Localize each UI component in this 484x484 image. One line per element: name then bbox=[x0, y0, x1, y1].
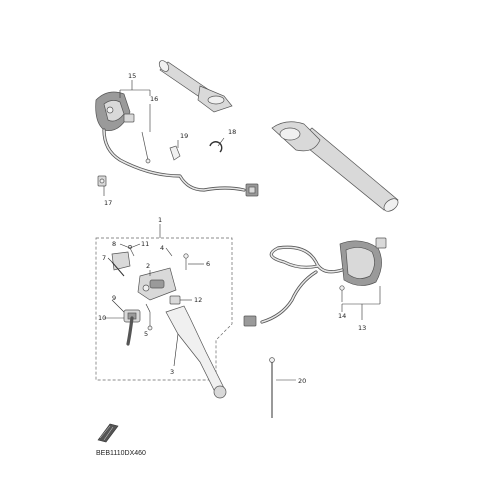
left-switch-cable bbox=[260, 245, 344, 324]
callout-2: 2 bbox=[146, 262, 150, 270]
wire-spring[interactable] bbox=[111, 261, 125, 277]
callout-6: 6 bbox=[206, 260, 210, 268]
cable-clip[interactable] bbox=[209, 141, 223, 153]
callout-15: 15 bbox=[128, 72, 136, 80]
leader-lines bbox=[103, 80, 381, 381]
handlebar[interactable] bbox=[271, 121, 400, 214]
right-switch-coupler[interactable] bbox=[245, 183, 259, 197]
lever-pin[interactable] bbox=[147, 312, 153, 331]
switch-screw[interactable] bbox=[141, 131, 151, 164]
clutch-switch-lead bbox=[126, 316, 134, 346]
callout-14: 14 bbox=[338, 312, 346, 320]
clutch-lever-assembly-frame bbox=[95, 237, 233, 381]
callout-18: 18 bbox=[228, 128, 236, 136]
right-switch-cable bbox=[102, 128, 246, 192]
callout-16: 16 bbox=[150, 95, 158, 103]
switch-bracket[interactable] bbox=[111, 251, 131, 271]
callout-5: 5 bbox=[144, 330, 148, 338]
callout-11: 11 bbox=[141, 240, 149, 248]
callout-13: 13 bbox=[358, 324, 366, 332]
small-screw[interactable] bbox=[128, 245, 135, 257]
callout-20: 20 bbox=[298, 377, 306, 385]
callout-3: 3 bbox=[170, 368, 174, 376]
catalog-code: BEB1110DX460 bbox=[96, 450, 146, 457]
left-switch-screw[interactable] bbox=[339, 285, 345, 302]
clutch-lever[interactable] bbox=[165, 305, 227, 399]
adjuster-bolt[interactable] bbox=[169, 295, 181, 305]
callout-9: 9 bbox=[112, 294, 116, 302]
left-switch-coupler[interactable] bbox=[243, 315, 257, 327]
throttle-grip-sleeve[interactable] bbox=[157, 59, 233, 113]
callout-1: 1 bbox=[158, 216, 162, 224]
book-icon bbox=[97, 423, 119, 443]
band-clip[interactable] bbox=[169, 145, 181, 161]
callout-12: 12 bbox=[194, 296, 202, 304]
callout-labels: 15 16 19 18 17 1 8 11 4 7 6 2 12 9 10 5 … bbox=[98, 72, 366, 385]
callout-7: 7 bbox=[102, 254, 106, 262]
right-handlebar-switch[interactable] bbox=[95, 91, 135, 131]
callout-19: 19 bbox=[180, 132, 188, 140]
lever-pivot-bolt[interactable] bbox=[183, 253, 189, 270]
left-handlebar-switch[interactable] bbox=[339, 237, 387, 286]
cable-clamp[interactable] bbox=[97, 175, 107, 187]
lever-holder[interactable] bbox=[137, 267, 177, 301]
callout-8: 8 bbox=[112, 240, 116, 248]
callout-4: 4 bbox=[160, 244, 164, 252]
callout-10: 10 bbox=[98, 314, 106, 322]
callout-17: 17 bbox=[104, 199, 112, 207]
throttle-cable[interactable] bbox=[269, 357, 275, 418]
